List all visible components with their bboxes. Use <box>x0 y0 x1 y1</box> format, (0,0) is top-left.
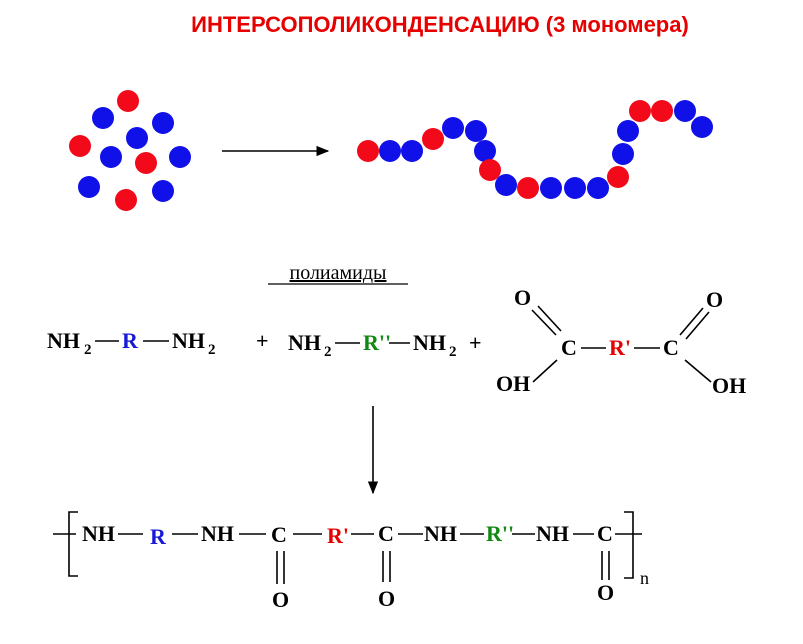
blue-monomer <box>617 120 639 142</box>
red-monomer <box>607 166 629 188</box>
diamine-1: NH 2 R NH 2 <box>47 328 216 358</box>
left-bracket <box>68 511 78 577</box>
product-nh-2: NH <box>201 521 234 546</box>
right-bracket <box>624 511 634 579</box>
double-bond <box>679 307 704 336</box>
product-group-r: R <box>150 524 167 549</box>
blue-monomer <box>401 140 423 162</box>
product-carbonyl-o-1: O <box>272 587 289 612</box>
blue-monomer <box>474 140 496 162</box>
product-nh-4: NH <box>536 521 569 546</box>
acid-right-hydroxyl: OH <box>712 373 746 398</box>
diamine1-right-sub: 2 <box>208 342 216 358</box>
diamine1-right-nh: NH <box>172 328 205 353</box>
product-nh-3: NH <box>424 521 457 546</box>
blue-monomer <box>126 127 148 149</box>
blue-monomer <box>540 177 562 199</box>
product-carbonyl-o-2: O <box>378 586 395 611</box>
blue-monomer <box>465 120 487 142</box>
bond <box>684 359 712 383</box>
diamine1-left-sub: 2 <box>84 342 92 358</box>
acid-right-carbon: C <box>663 335 679 360</box>
diamine-2: NH 2 R'' NH 2 <box>288 330 457 360</box>
red-monomer <box>651 100 673 122</box>
dicarboxylic-acid: O C R' C O OH OH <box>496 285 746 398</box>
red-monomer <box>517 177 539 199</box>
product-group-r-double-prime: R'' <box>486 521 514 546</box>
page-title: ИНТЕРСОПОЛИКОНДЕНСАЦИЮ (3 мономера) <box>191 12 689 37</box>
blue-monomer <box>691 116 713 138</box>
repeat-count-n: n <box>640 568 649 588</box>
group-r-prime: R' <box>609 335 631 360</box>
section-label: полиамиды <box>290 262 387 284</box>
polymer-chain <box>357 100 713 199</box>
red-monomer <box>629 100 651 122</box>
diamine2-right-nh: NH <box>413 330 446 355</box>
acid-left-carbon: C <box>561 335 577 360</box>
blue-monomer <box>587 177 609 199</box>
product-group-r-prime: R' <box>327 523 349 548</box>
red-monomer <box>69 135 91 157</box>
blue-monomer <box>379 140 401 162</box>
diamine1-left-nh: NH <box>47 328 80 353</box>
red-monomer <box>422 128 444 150</box>
blue-monomer <box>169 146 191 168</box>
product-nh-1: NH <box>82 521 115 546</box>
product-carbonyl-c-3: C <box>597 521 613 546</box>
group-r: R <box>122 328 139 353</box>
group-r-double-prime: R'' <box>363 330 391 355</box>
red-monomer <box>135 152 157 174</box>
double-bond <box>537 305 562 332</box>
red-monomer <box>357 140 379 162</box>
acid-left-oxygen: O <box>514 285 531 310</box>
product-carbonyl-c-1: C <box>271 522 287 547</box>
product-carbonyl-o-3: O <box>597 580 614 605</box>
acid-left-hydroxyl: OH <box>496 371 530 396</box>
plus-sign: + <box>256 328 269 353</box>
red-monomer <box>479 159 501 181</box>
blue-monomer <box>564 177 586 199</box>
diamine2-right-sub: 2 <box>449 344 457 360</box>
diamine2-left-sub: 2 <box>324 344 332 360</box>
monomer-cluster <box>69 90 191 211</box>
polyamide-repeat-unit: NH R NH C O R' C O NH R'' NH C O n <box>53 511 649 612</box>
plus-sign: + <box>469 330 482 355</box>
product-carbonyl-c-2: C <box>378 521 394 546</box>
blue-monomer <box>92 107 114 129</box>
blue-monomer <box>152 112 174 134</box>
red-monomer <box>117 90 139 112</box>
acid-right-oxygen: O <box>706 287 723 312</box>
red-monomer <box>115 189 137 211</box>
blue-monomer <box>100 146 122 168</box>
double-bond <box>531 309 557 336</box>
diamine2-left-nh: NH <box>288 330 321 355</box>
blue-monomer <box>674 100 696 122</box>
blue-monomer <box>495 174 517 196</box>
blue-monomer <box>442 117 464 139</box>
double-bond <box>685 311 710 340</box>
blue-monomer <box>152 180 174 202</box>
blue-monomer <box>78 176 100 198</box>
bond <box>532 359 558 383</box>
blue-monomer <box>612 143 634 165</box>
